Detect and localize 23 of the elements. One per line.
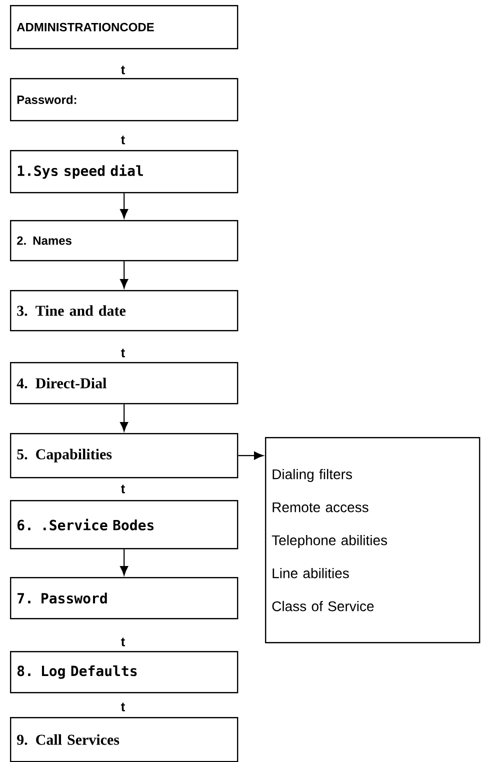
arrow-glyph: t [121, 66, 125, 74]
menu-box: 5. Capabilities [10, 433, 238, 478]
menu-box: 3. Tine and date [10, 290, 238, 332]
arrow [120, 261, 128, 288]
menu-box: ADMINISTRATIONCODE [10, 5, 238, 50]
arrow [120, 404, 128, 432]
menu-box: 8. Log Defaults [10, 651, 238, 694]
arrow-glyph: t [121, 638, 125, 646]
arrow-glyph: t [121, 702, 125, 712]
menu-box: Password: [10, 78, 238, 122]
arrow [120, 549, 128, 576]
menu-box: 4. Direct-Dial [10, 362, 238, 404]
arrow [120, 193, 128, 218]
menu-box: 1.Sys speed dial [10, 150, 238, 194]
menu-box: 2. Names [10, 220, 238, 262]
arrow-glyph: t [121, 484, 125, 494]
menu-box: 7. Password [10, 577, 238, 620]
menu-box: 6. .Service Bodes [10, 500, 238, 550]
arrow-glyph: t [121, 136, 125, 144]
submenu-box: Dialing filters Remote access Telephone abilities Line abilities Class of Service [265, 437, 480, 644]
menu-box: 9. Call Services [10, 717, 238, 762]
arrow-glyph: t [121, 348, 125, 358]
arrow [238, 452, 264, 460]
